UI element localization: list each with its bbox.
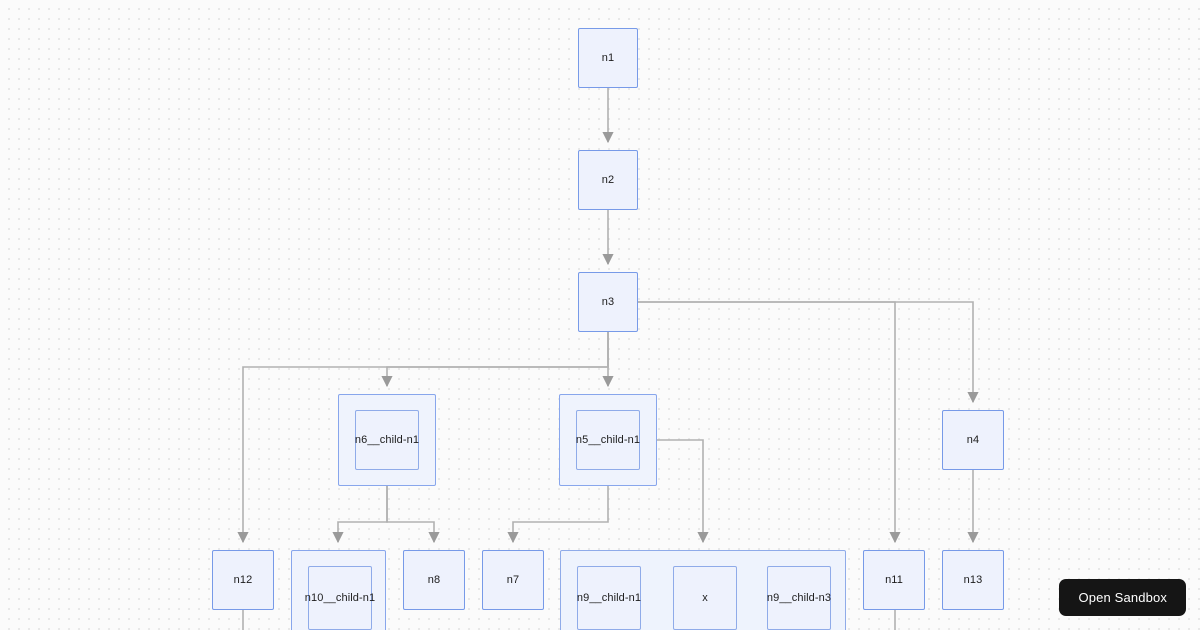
node-n8[interactable]: n8 xyxy=(403,550,465,610)
node-label: x xyxy=(702,592,708,604)
node-label: n9__child-n1 xyxy=(576,592,642,604)
node-n4[interactable]: n4 xyxy=(942,410,1004,470)
node-n13[interactable]: n13 xyxy=(942,550,1004,610)
node-n5-child-n1[interactable]: n5__child-n1 xyxy=(576,410,640,470)
node-label: n13 xyxy=(963,574,983,586)
node-n2[interactable]: n2 xyxy=(578,150,638,210)
node-label: n9__child-n3 xyxy=(766,592,832,604)
edge-n6-n8 xyxy=(386,486,440,544)
edge-n5child-n9 xyxy=(657,439,709,544)
node-n6-child-n1[interactable]: n6__child-n1 xyxy=(355,410,419,470)
node-n9-group[interactable]: n9__child-n1 x n9__child-n3 xyxy=(560,550,846,630)
node-n1[interactable]: n1 xyxy=(578,28,638,88)
node-label: n10__child-n1 xyxy=(304,592,376,604)
node-n10-child-n1[interactable]: n10__child-n1 xyxy=(304,566,376,630)
edge-n3-n11 xyxy=(638,301,901,544)
node-n9-child-n3[interactable]: n9__child-n3 xyxy=(767,566,831,630)
node-label: n1 xyxy=(601,52,615,64)
node-n9-child-n1[interactable]: n9__child-n1 xyxy=(577,566,641,630)
edge-n5-n7 xyxy=(507,486,609,544)
node-n10-container[interactable]: n10__child-n1 xyxy=(291,550,386,630)
node-label: n2 xyxy=(601,174,615,186)
edge-n3-n4 xyxy=(638,301,979,404)
node-label: n12 xyxy=(233,574,253,586)
node-n12[interactable]: n12 xyxy=(212,550,274,610)
node-n9-child-x[interactable]: x xyxy=(673,566,737,630)
node-label: n3 xyxy=(601,296,615,308)
node-n3[interactable]: n3 xyxy=(578,272,638,332)
node-label: n6__child-n1 xyxy=(354,434,420,446)
node-n6-container[interactable]: n6__child-n1 xyxy=(338,394,436,486)
node-label: n7 xyxy=(506,574,520,586)
node-label: n5__child-n1 xyxy=(575,434,641,446)
node-label: n11 xyxy=(885,574,903,586)
edge-n3-n6 xyxy=(381,332,609,388)
node-n11[interactable]: n11 xyxy=(863,550,925,610)
node-n5-container[interactable]: n5__child-n1 xyxy=(559,394,657,486)
node-label: n4 xyxy=(966,434,980,446)
open-sandbox-button[interactable]: Open Sandbox xyxy=(1059,579,1186,616)
edge-n6-n10 xyxy=(332,486,388,544)
node-n7[interactable]: n7 xyxy=(482,550,544,610)
node-label: n8 xyxy=(427,574,441,586)
